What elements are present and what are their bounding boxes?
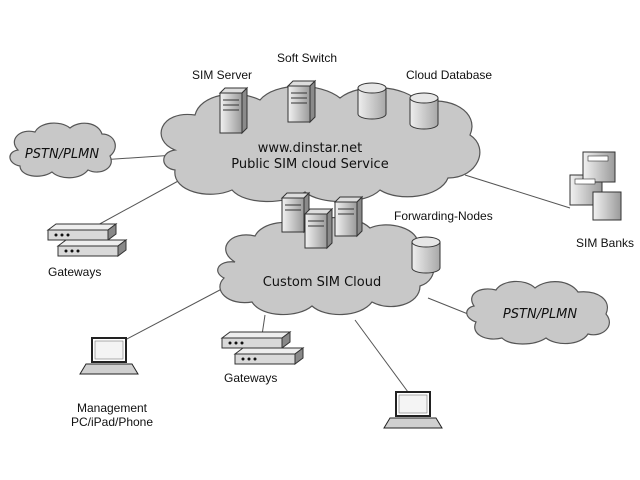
label-sim-server: SIM Server	[192, 68, 252, 82]
database-cylinder-icon	[411, 236, 441, 274]
line-public-simbanks	[464, 174, 571, 209]
label-pstn-right: PSTN/PLMN	[503, 307, 577, 322]
sim-bank-icon	[569, 151, 622, 221]
server-tower-icon	[218, 86, 249, 135]
line-gateways-left-public	[84, 179, 181, 233]
server-tower-icon	[333, 195, 364, 238]
gateway-box-icon	[46, 223, 118, 241]
label-public-cloud-url: www.dinstar.net	[258, 141, 362, 156]
server-tower-icon	[303, 207, 334, 250]
pstn-cloud-right	[466, 280, 610, 345]
line-management-custom	[124, 281, 236, 341]
connection-lines	[84, 154, 571, 393]
database-cylinder-icon	[409, 92, 439, 130]
label-management-line1: Management	[77, 401, 148, 415]
gateway-box-icon	[220, 331, 292, 349]
label-soft-switch: Soft Switch	[277, 51, 337, 65]
gateway-box-icon	[233, 347, 305, 365]
label-gateways-left: Gateways	[48, 265, 101, 279]
line-custom-laptop	[354, 319, 409, 393]
laptop-icon	[383, 391, 443, 429]
gateway-box-icon	[56, 239, 128, 257]
label-sim-banks: SIM Banks	[576, 236, 634, 250]
pstn-cloud-left	[9, 122, 116, 179]
database-cylinder-icon	[357, 82, 387, 120]
label-gateways-bottom: Gateways	[224, 371, 277, 385]
server-tower-icon	[286, 79, 317, 124]
label-public-cloud-name: Public SIM cloud Service	[231, 157, 388, 172]
label-management-line2: PC/iPad/Phone	[71, 415, 153, 429]
label-cloud-database: Cloud Database	[406, 68, 492, 82]
laptop-icon	[79, 337, 139, 375]
label-custom-cloud: Custom SIM Cloud	[263, 275, 382, 290]
line-pstn-left-public	[99, 154, 176, 161]
label-forwarding-nodes: Forwarding-Nodes	[394, 209, 493, 223]
label-pstn-left: PSTN/PLMN	[25, 147, 99, 162]
